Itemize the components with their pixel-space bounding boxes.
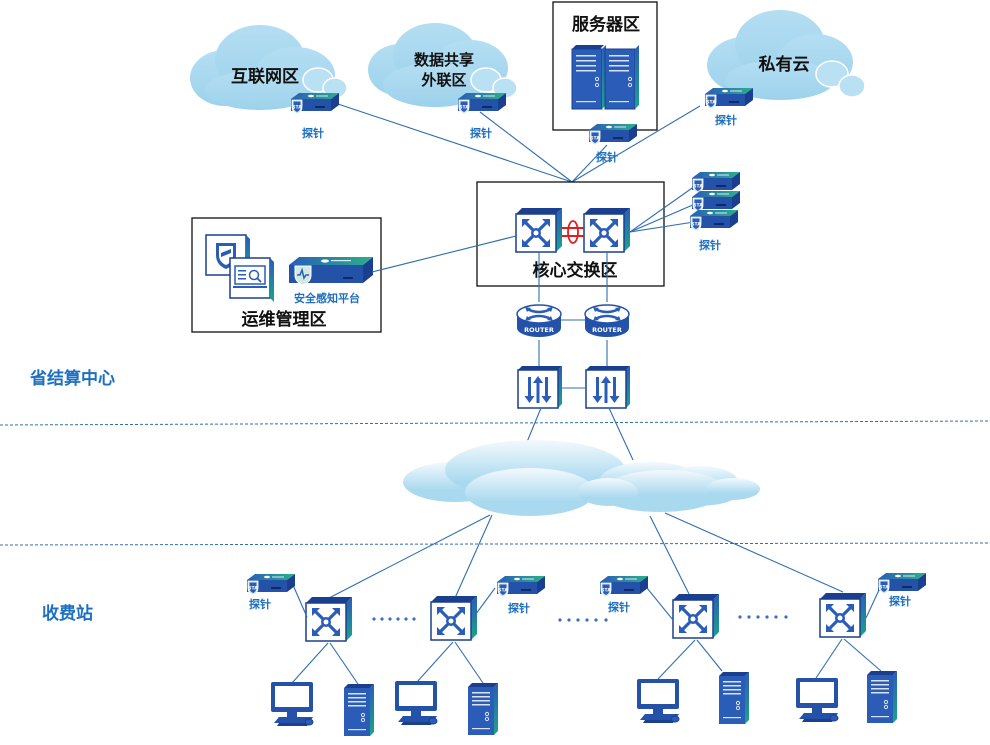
- core-switch-left[interactable]: [514, 206, 564, 254]
- core-vertical-links: [538, 252, 608, 389]
- security-platform-label: 安全感知平台: [294, 291, 360, 305]
- station-probe-4[interactable]: [877, 572, 927, 595]
- station-switch-4[interactable]: [818, 591, 868, 639]
- station-probe-2[interactable]: [496, 575, 546, 598]
- station-probe-1[interactable]: [246, 573, 296, 596]
- gateway-right[interactable]: [585, 365, 631, 409]
- ops-mgmt-zone-box: [191, 217, 382, 333]
- security-platform-device[interactable]: [289, 257, 373, 286]
- station-pc-2[interactable]: [394, 680, 438, 726]
- data-share-zone-label-line1: 数据共享: [414, 51, 474, 69]
- private-cloud-label: 私有云: [759, 54, 810, 75]
- internet-zone-label: 互联网区: [231, 67, 299, 87]
- ellipsis-3: [738, 615, 788, 619]
- probe-internet[interactable]: [290, 92, 340, 115]
- probe-core-1[interactable]: [691, 171, 741, 194]
- ellipsis-2: [558, 618, 608, 622]
- ops-to-core-link: [371, 235, 517, 273]
- station-probe-4-label: 探针: [889, 594, 911, 608]
- station-pc-3[interactable]: [636, 678, 680, 724]
- data-share-cloud: [368, 23, 518, 107]
- probe-private-cloud[interactable]: [704, 87, 754, 110]
- gateway-to-wan-links: [526, 407, 634, 461]
- server-rack-icon: [571, 45, 639, 110]
- probe-internet-label: 探针: [302, 126, 324, 140]
- ha-link-icon: [562, 220, 584, 244]
- station-server-2[interactable]: [467, 682, 499, 736]
- wan-to-switch-links: [328, 512, 844, 599]
- upper-links: [337, 103, 701, 183]
- station-probe-links: [292, 584, 880, 621]
- station-server-3[interactable]: [718, 671, 750, 725]
- station-pc-1[interactable]: [270, 681, 314, 727]
- station-server-1[interactable]: [343, 683, 375, 737]
- station-probe-1-label: 探针: [249, 597, 271, 611]
- station-pc-4[interactable]: [795, 677, 839, 723]
- provincial-center-label: 省结算中心: [29, 368, 115, 389]
- station-probe-3[interactable]: [599, 575, 649, 598]
- core-switch-zone-box: [476, 181, 665, 287]
- server-zone-label: 服务器区: [572, 14, 640, 35]
- probe-private-cloud-label: 探针: [715, 113, 737, 127]
- probe-core-3[interactable]: [689, 209, 739, 232]
- gateway-left[interactable]: [517, 365, 563, 409]
- ellipsis-1: [372, 617, 416, 621]
- station-switch-1[interactable]: [304, 595, 354, 643]
- separator-top: [0, 420, 990, 426]
- ops-mgmt-zone-label: 运维管理区: [242, 309, 327, 330]
- probe-server-zone-label: 探针: [596, 150, 618, 164]
- probe-server-zone[interactable]: [588, 123, 638, 146]
- toll-station-label: 收费站: [42, 603, 93, 624]
- probe-core-label: 探针: [699, 238, 721, 252]
- separator-bottom: [0, 542, 990, 546]
- core-switch-right[interactable]: [582, 206, 632, 254]
- station-switch-3[interactable]: [671, 592, 721, 640]
- core-probe-links: [629, 185, 696, 233]
- station-server-4[interactable]: [866, 670, 898, 724]
- station-probe-3-label: 探针: [608, 600, 630, 614]
- core-switch-zone-label: 核心交换区: [533, 260, 618, 281]
- probe-data-share[interactable]: [457, 92, 507, 115]
- data-share-zone-label-line2: 外联区: [420, 71, 466, 89]
- wan-cloud-front: [578, 470, 760, 506]
- station-probe-2-label: 探针: [508, 601, 530, 615]
- private-cloud: [707, 10, 866, 100]
- station-switch-2[interactable]: [429, 594, 479, 642]
- probe-data-share-label: 探针: [470, 126, 492, 140]
- switch-to-endpoint-links: [291, 638, 882, 685]
- router-right[interactable]: [583, 303, 631, 339]
- probe-core-2[interactable]: [691, 190, 741, 213]
- router-left[interactable]: [515, 303, 563, 339]
- monitoring-window-icon: [229, 257, 274, 302]
